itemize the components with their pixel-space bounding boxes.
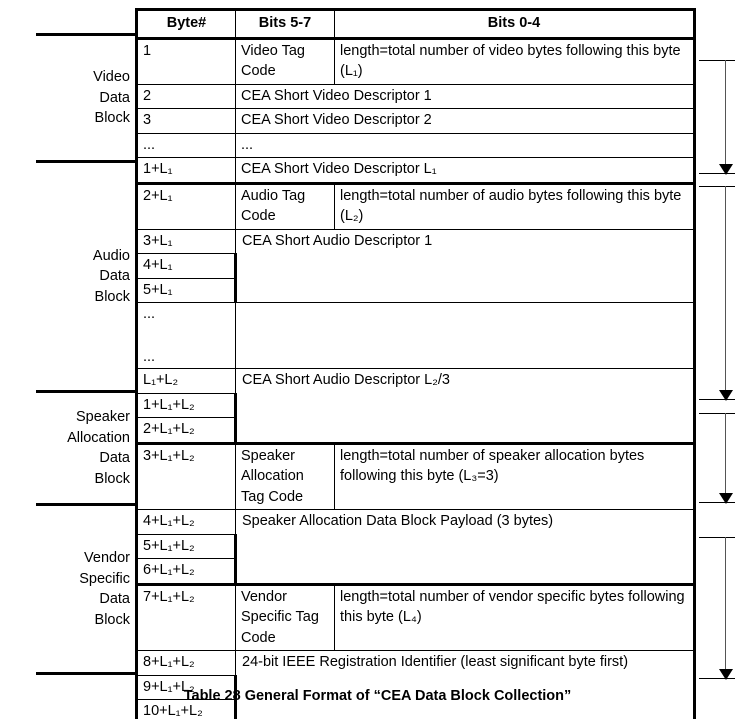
table-row: 5+L₁+L₂ [135,533,695,559]
table-row: 8+L₁+L₂ 24-bit IEEE Registration Identif… [135,650,696,719]
tag-code-cell: Audio Tag Code [235,181,335,230]
column-header-byte: Byte# [135,8,236,39]
byte-number-cell: 1+L₁+L₂ [135,392,237,418]
arrow-stem [725,537,726,671]
table-row: 9+L₁+L₂ [135,674,695,700]
audio-block-extent-arrow [697,186,755,404]
table-row: 6+L₁+L₂ [135,558,695,585]
block-label-speaker-allocation-data-block: Speaker Allocation Data Block [36,390,135,503]
byte-number-cell: 3 [135,108,236,134]
byte-number-cell: ... [135,132,236,158]
description-cell [235,302,696,369]
column-header-bits-5-7: Bits 5-7 [235,8,335,39]
byte-number-cell: 7+L₁+L₂ [135,582,236,651]
block-label-audio-data-block: Audio Data Block [36,160,135,390]
description-cell: Speaker Allocation Data Block Payload (3… [235,509,696,585]
table-row: ... ... [135,132,696,158]
arrow-start-tick [699,60,735,61]
description-cell: ... [235,132,696,158]
table-row: L₁+L₂ CEA Short Audio Descriptor L₂/3 [135,368,696,444]
arrow-head-icon [719,669,733,680]
byte-number-cell: 2 [135,83,236,109]
arrow-stem [725,60,726,166]
byte-number-cell: 10+L₁+L₂ [135,699,237,719]
arrow-end-tick [699,173,735,174]
byte-number-cell: L₁+L₂ [135,368,236,394]
arrow-end-tick [699,502,735,503]
arrow-head-icon [719,164,733,175]
block-label-video-data-block: Video Data Block [36,33,135,160]
table-row: 1+L₁ CEA Short Video Descriptor L₁ [135,157,696,184]
table-header-row: Byte# Bits 5-7 Bits 0-4 [135,8,696,39]
description-cell: CEA Short Video Descriptor 2 [235,108,696,134]
byte-number-cell: 5+L₁ [135,277,237,303]
block-label-text: Audio Data Block [92,247,130,305]
block-label-column: Video Data Block Audio Data Block Speake… [36,33,135,675]
description-cell: length=total number of video bytes follo… [334,36,696,85]
arrow-start-tick [699,537,735,538]
byte-number-cell: 4+L₁+L₂ [135,509,236,535]
arrow-start-tick [699,413,735,414]
table-row-ellipsis: ... ... [135,302,696,369]
table-row: 2+L₁ Audio Tag Code length=total number … [135,181,696,230]
description-cell: CEA Short Video Descriptor 1 [235,83,696,109]
byte-number-cell: 5+L₁+L₂ [135,533,237,559]
arrow-stem [725,413,726,495]
cea-data-block-collection-diagram: Video Data Block Audio Data Block Speake… [36,0,755,719]
block-label-text: Vendor Specific Data Block [79,550,130,628]
ellipsis-top: ... [143,306,156,322]
table-row: 3+L₁ CEA Short Audio Descriptor 1 [135,228,696,303]
byte-number-cell: 8+L₁+L₂ [135,650,236,676]
table-row: 10+L₁+L₂ [135,699,695,719]
byte-number-cell: 1 [135,36,236,85]
description-cell: length=total number of audio bytes follo… [334,181,696,230]
tag-code-cell: Vendor Specific Tag Code [235,582,335,651]
table-row: 2+L₁+L₂ [135,417,695,444]
block-label-vendor-specific-data-block: Vendor Specific Data Block [36,503,135,675]
byte-number-cell: 1+L₁ [135,157,236,184]
arrow-head-icon [719,493,733,504]
byte-number-cell: ... ... [135,302,236,369]
byte-number-cell: 4+L₁ [135,253,237,279]
table-row: 2 CEA Short Video Descriptor 1 [135,83,696,109]
arrow-stem [725,186,726,392]
column-header-bits-0-4: Bits 0-4 [334,8,696,39]
block-label-text: Video Data Block [93,69,130,127]
arrow-end-tick [699,399,735,400]
description-cell: CEA Short Audio Descriptor L₂/3 [235,368,696,444]
byte-number-cell: 2+L₁+L₂ [135,417,237,444]
table-row: 4+L₁ [135,253,695,279]
byte-number-cell: 3+L₁+L₂ [135,441,236,510]
description-cell: length=total number of vendor specific b… [334,582,696,651]
table-row: 4+L₁+L₂ Speaker Allocation Data Block Pa… [135,509,696,585]
arrow-end-tick [699,678,735,679]
description-cell: 24-bit IEEE Registration Identifier (lea… [235,650,696,719]
figure-caption: Table 28 General Format of “CEA Data Blo… [183,688,572,704]
byte-number-cell: 9+L₁+L₂ [135,674,237,700]
arrow-head-icon [719,390,733,401]
table-row: 3+L₁+L₂ Speaker Allocation Tag Code leng… [135,441,696,510]
cea-data-block-table: Byte# Bits 5-7 Bits 0-4 1 Video Tag Code… [135,8,696,719]
speaker-allocation-block-extent-arrow [697,413,755,507]
block-extent-annotations [697,0,755,690]
byte-number-cell: 6+L₁+L₂ [135,558,237,585]
table-row: 3 CEA Short Video Descriptor 2 [135,108,696,134]
byte-number-cell: 3+L₁ [135,228,236,254]
description-cell: length=total number of speaker allocatio… [334,441,696,510]
description-cell: CEA Short Video Descriptor L₁ [235,157,696,184]
description-cell: CEA Short Audio Descriptor 1 [235,228,696,303]
arrow-start-tick [699,186,735,187]
table-row: 7+L₁+L₂ Vendor Specific Tag Code length=… [135,582,696,651]
tag-code-cell: Speaker Allocation Tag Code [235,441,335,510]
ellipsis-bottom: ... [143,348,156,365]
block-label-text: Speaker Allocation Data Block [67,409,130,487]
table-row: 5+L₁ [135,277,695,303]
video-block-extent-arrow [697,60,755,178]
vendor-specific-block-extent-arrow [697,537,755,683]
tag-code-cell: Video Tag Code [235,36,335,85]
table-row: 1 Video Tag Code length=total number of … [135,36,696,85]
byte-number-cell: 2+L₁ [135,181,236,230]
